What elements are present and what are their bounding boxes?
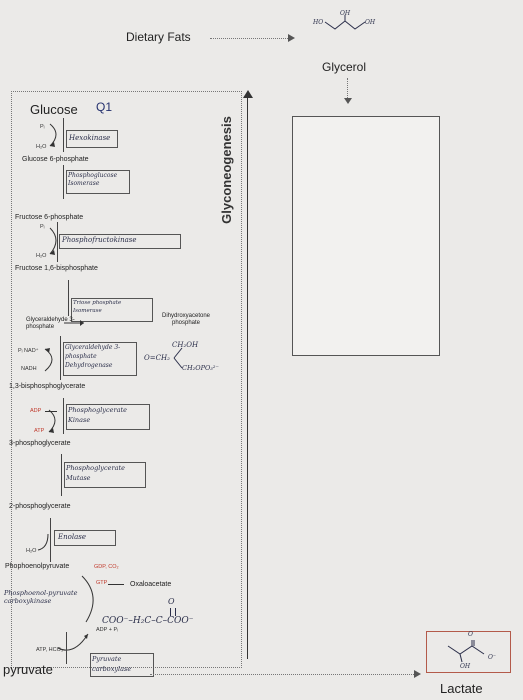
side-arc-icon bbox=[48, 409, 56, 433]
lactate-box bbox=[426, 631, 511, 673]
arrow-line bbox=[57, 222, 58, 262]
arrow-line bbox=[63, 165, 64, 199]
arrow-line bbox=[68, 280, 69, 316]
gapdh-box bbox=[63, 342, 137, 376]
triose-isomerase-label: Triose phosphate Isomerase bbox=[73, 300, 122, 314]
lactate-skeleton-icon bbox=[447, 640, 485, 663]
arrow-line bbox=[66, 632, 67, 664]
arrow-right-icon bbox=[414, 670, 421, 678]
glyconeogenesis-label: Glyconeogenesis bbox=[219, 116, 234, 224]
bond-lines-icon bbox=[173, 347, 183, 369]
arrow-line bbox=[63, 398, 64, 434]
glycerol-label: Glycerol bbox=[322, 60, 367, 74]
arrow-line bbox=[61, 454, 62, 496]
double-arrow-icon bbox=[64, 320, 84, 326]
glycerol-oh-right: OH bbox=[365, 19, 376, 26]
bpg-label: 1,3-bisphosphoglycerate bbox=[9, 383, 86, 390]
oaa-structure: COO⁻–H₂C–C–COO⁻ bbox=[102, 616, 194, 626]
adp-label: ADP bbox=[30, 408, 42, 414]
lactate-struct-ominus: O⁻ bbox=[488, 654, 497, 661]
f6p-label: Fructose 6-phosphate bbox=[15, 214, 84, 221]
pathway-frame bbox=[11, 91, 242, 668]
pi-label: Pᵢ bbox=[40, 224, 45, 230]
h2o-label: H₂O bbox=[36, 144, 47, 150]
pgm-label: Phosphoglycerate Mutase bbox=[66, 464, 125, 482]
enolase-label: Enolase bbox=[58, 533, 86, 541]
atp-hco3-label: ATP, HCO₃ bbox=[36, 647, 64, 653]
arrow-down-icon bbox=[344, 98, 352, 104]
pg3-label: 3-phosphoglycerate bbox=[9, 440, 71, 447]
side-arc-icon bbox=[44, 348, 53, 372]
gtp-label: GTP bbox=[96, 580, 108, 586]
atp-label: ATP bbox=[34, 428, 45, 434]
lactate-struct-oh: OH bbox=[460, 663, 471, 670]
pyruvate-label: pyruvate bbox=[3, 662, 53, 677]
arrow-line bbox=[50, 518, 51, 562]
pyruvate-carboxylase-box bbox=[90, 653, 154, 677]
arrow-right-icon bbox=[288, 34, 295, 42]
isomerase-box bbox=[66, 170, 130, 194]
pgk-box bbox=[66, 404, 150, 430]
triose-isomerase-box bbox=[71, 298, 153, 322]
h2o-label: H₂O bbox=[36, 253, 47, 259]
arrow-line bbox=[63, 118, 64, 152]
side-arc-icon bbox=[49, 123, 57, 147]
pgm-box bbox=[64, 462, 146, 488]
hexokinase-box bbox=[66, 130, 118, 148]
glycerol-skeleton-icon bbox=[324, 15, 366, 30]
pep-label: Phophoenolpyruvate bbox=[5, 563, 70, 570]
hexokinase-label: Hexokinase bbox=[69, 134, 111, 142]
arrow-line bbox=[60, 336, 61, 380]
h2o-label: H₂O bbox=[26, 548, 37, 554]
dhap-struct-bot: CH₂OPO₃²⁻ bbox=[182, 364, 219, 372]
arrow-up-icon bbox=[243, 90, 253, 98]
pgk-label: Phosphoglycerate Kinase bbox=[68, 406, 127, 424]
glycerol-dotted-line bbox=[347, 78, 348, 100]
pi-label: Pᵢ bbox=[40, 124, 45, 130]
dhap-label: Dihydroxyacetone phosphate bbox=[161, 313, 211, 326]
pyruvate-carboxylase-label: Pyruvate carboxylase bbox=[92, 655, 132, 673]
glycerol-ho: HO bbox=[313, 19, 324, 26]
pfk-box bbox=[59, 234, 181, 249]
side-arc-icon bbox=[49, 227, 57, 255]
lactate-struct-o: O bbox=[468, 631, 473, 638]
glyconeogenesis-arrow-line bbox=[247, 96, 248, 659]
pi-nad-label: Pᵢ NAD⁺ bbox=[18, 348, 39, 354]
curve-arrow-icon bbox=[57, 633, 89, 651]
oxaloacetate-label: Oxaloacetate bbox=[130, 581, 172, 588]
side-arc-icon bbox=[37, 533, 49, 551]
dietary-fats-dotted-line bbox=[210, 38, 288, 39]
g3p-label: Glyceraldehyde 3-phosphate bbox=[26, 317, 75, 330]
dhap-struct-top: CH₂OH bbox=[172, 341, 199, 349]
adp-pi-label: ADP + Pᵢ bbox=[96, 627, 119, 633]
nadh-label: NADH bbox=[21, 366, 37, 372]
question-label: Q1 bbox=[96, 100, 113, 114]
oaa-struct-o: O bbox=[168, 597, 175, 606]
pyruvate-lactate-dotted-line bbox=[150, 674, 418, 675]
glycerol-answer-box[interactable] bbox=[292, 116, 440, 356]
gdp-co2-label: GDP, CO₂ bbox=[94, 564, 119, 570]
pepck-label: Phosphoenol-pyruvate carboxykinase bbox=[4, 589, 78, 605]
lactate-label: Lactate bbox=[440, 681, 483, 696]
f16bp-label: Fructose 1,6-bisphosphate bbox=[15, 265, 98, 272]
pathway-title: Glucose bbox=[30, 102, 78, 117]
pg2-label: 2-phosphoglycerate bbox=[9, 503, 71, 510]
isomerase-label: Phosphoglucose Isomerase bbox=[68, 172, 118, 187]
dietary-fats-label: Dietary Fats bbox=[126, 30, 191, 44]
enolase-box bbox=[54, 530, 116, 546]
dhap-struct-mid: O=CH₂ bbox=[144, 354, 170, 362]
pfk-label: Phosphofructokinase bbox=[62, 236, 137, 244]
side-arc-icon bbox=[81, 575, 94, 623]
gapdh-label: Glyceraldehyde 3-phosphate Dehydrogenase bbox=[65, 344, 121, 369]
glycerol-oh-top: OH bbox=[340, 10, 351, 17]
g6p-label: Glucose 6-phosphate bbox=[22, 156, 89, 163]
